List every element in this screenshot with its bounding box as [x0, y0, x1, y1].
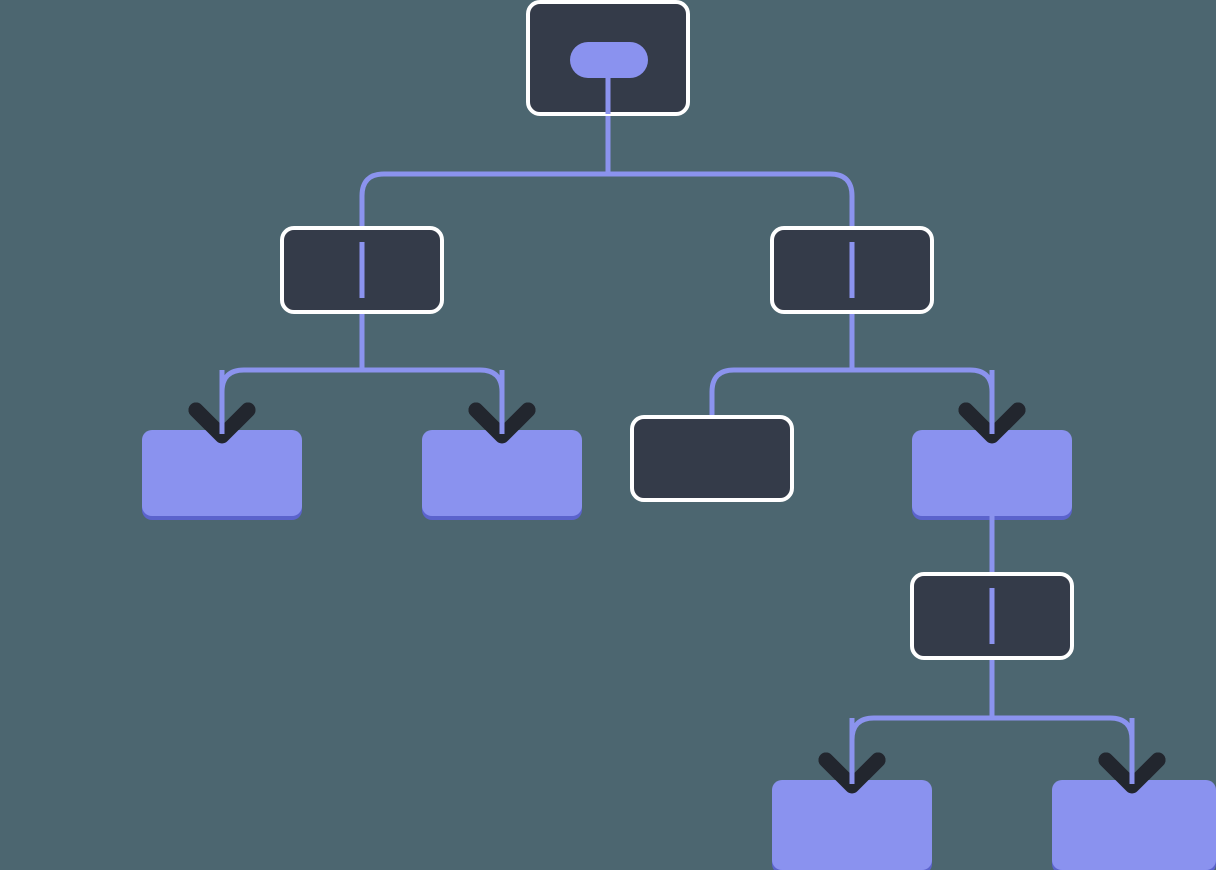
branch-node-body[interactable] — [630, 415, 794, 502]
node-layer — [142, 0, 1216, 870]
arrowhead-icon — [468, 402, 536, 444]
node-branch-node-left[interactable] — [280, 226, 444, 314]
pill-badge-icon[interactable] — [570, 42, 648, 78]
leaf-node-body[interactable] — [422, 430, 582, 516]
node-empty-branch-node[interactable] — [630, 415, 794, 502]
node-leaf-node-1[interactable] — [142, 430, 302, 520]
leaf-node-body[interactable] — [772, 780, 932, 870]
node-leaf-node-4[interactable] — [1052, 780, 1216, 870]
arrowhead-icon — [1098, 752, 1166, 794]
connector-edge-root-right — [605, 114, 855, 230]
arrowhead-icon — [958, 402, 1026, 444]
node-root-node[interactable] — [526, 0, 690, 116]
node-branch-node-right[interactable] — [770, 226, 934, 314]
leaf-node-body[interactable] — [1052, 780, 1216, 870]
leaf-node-body[interactable] — [142, 430, 302, 516]
arrowhead-icon — [188, 402, 256, 444]
connector-layer — [219, 114, 1135, 784]
node-leaf-node-2[interactable] — [422, 430, 582, 520]
connector-edge-root-left — [359, 114, 611, 230]
arrowhead-icon — [818, 752, 886, 794]
node-leaf-node-3[interactable] — [772, 780, 932, 870]
node-leaf-node-expanded[interactable] — [912, 430, 1072, 522]
node-branch-node-deep[interactable] — [910, 572, 1074, 660]
leaf-node-body[interactable] — [912, 430, 1072, 516]
connector-edge-right-empty — [709, 312, 855, 419]
